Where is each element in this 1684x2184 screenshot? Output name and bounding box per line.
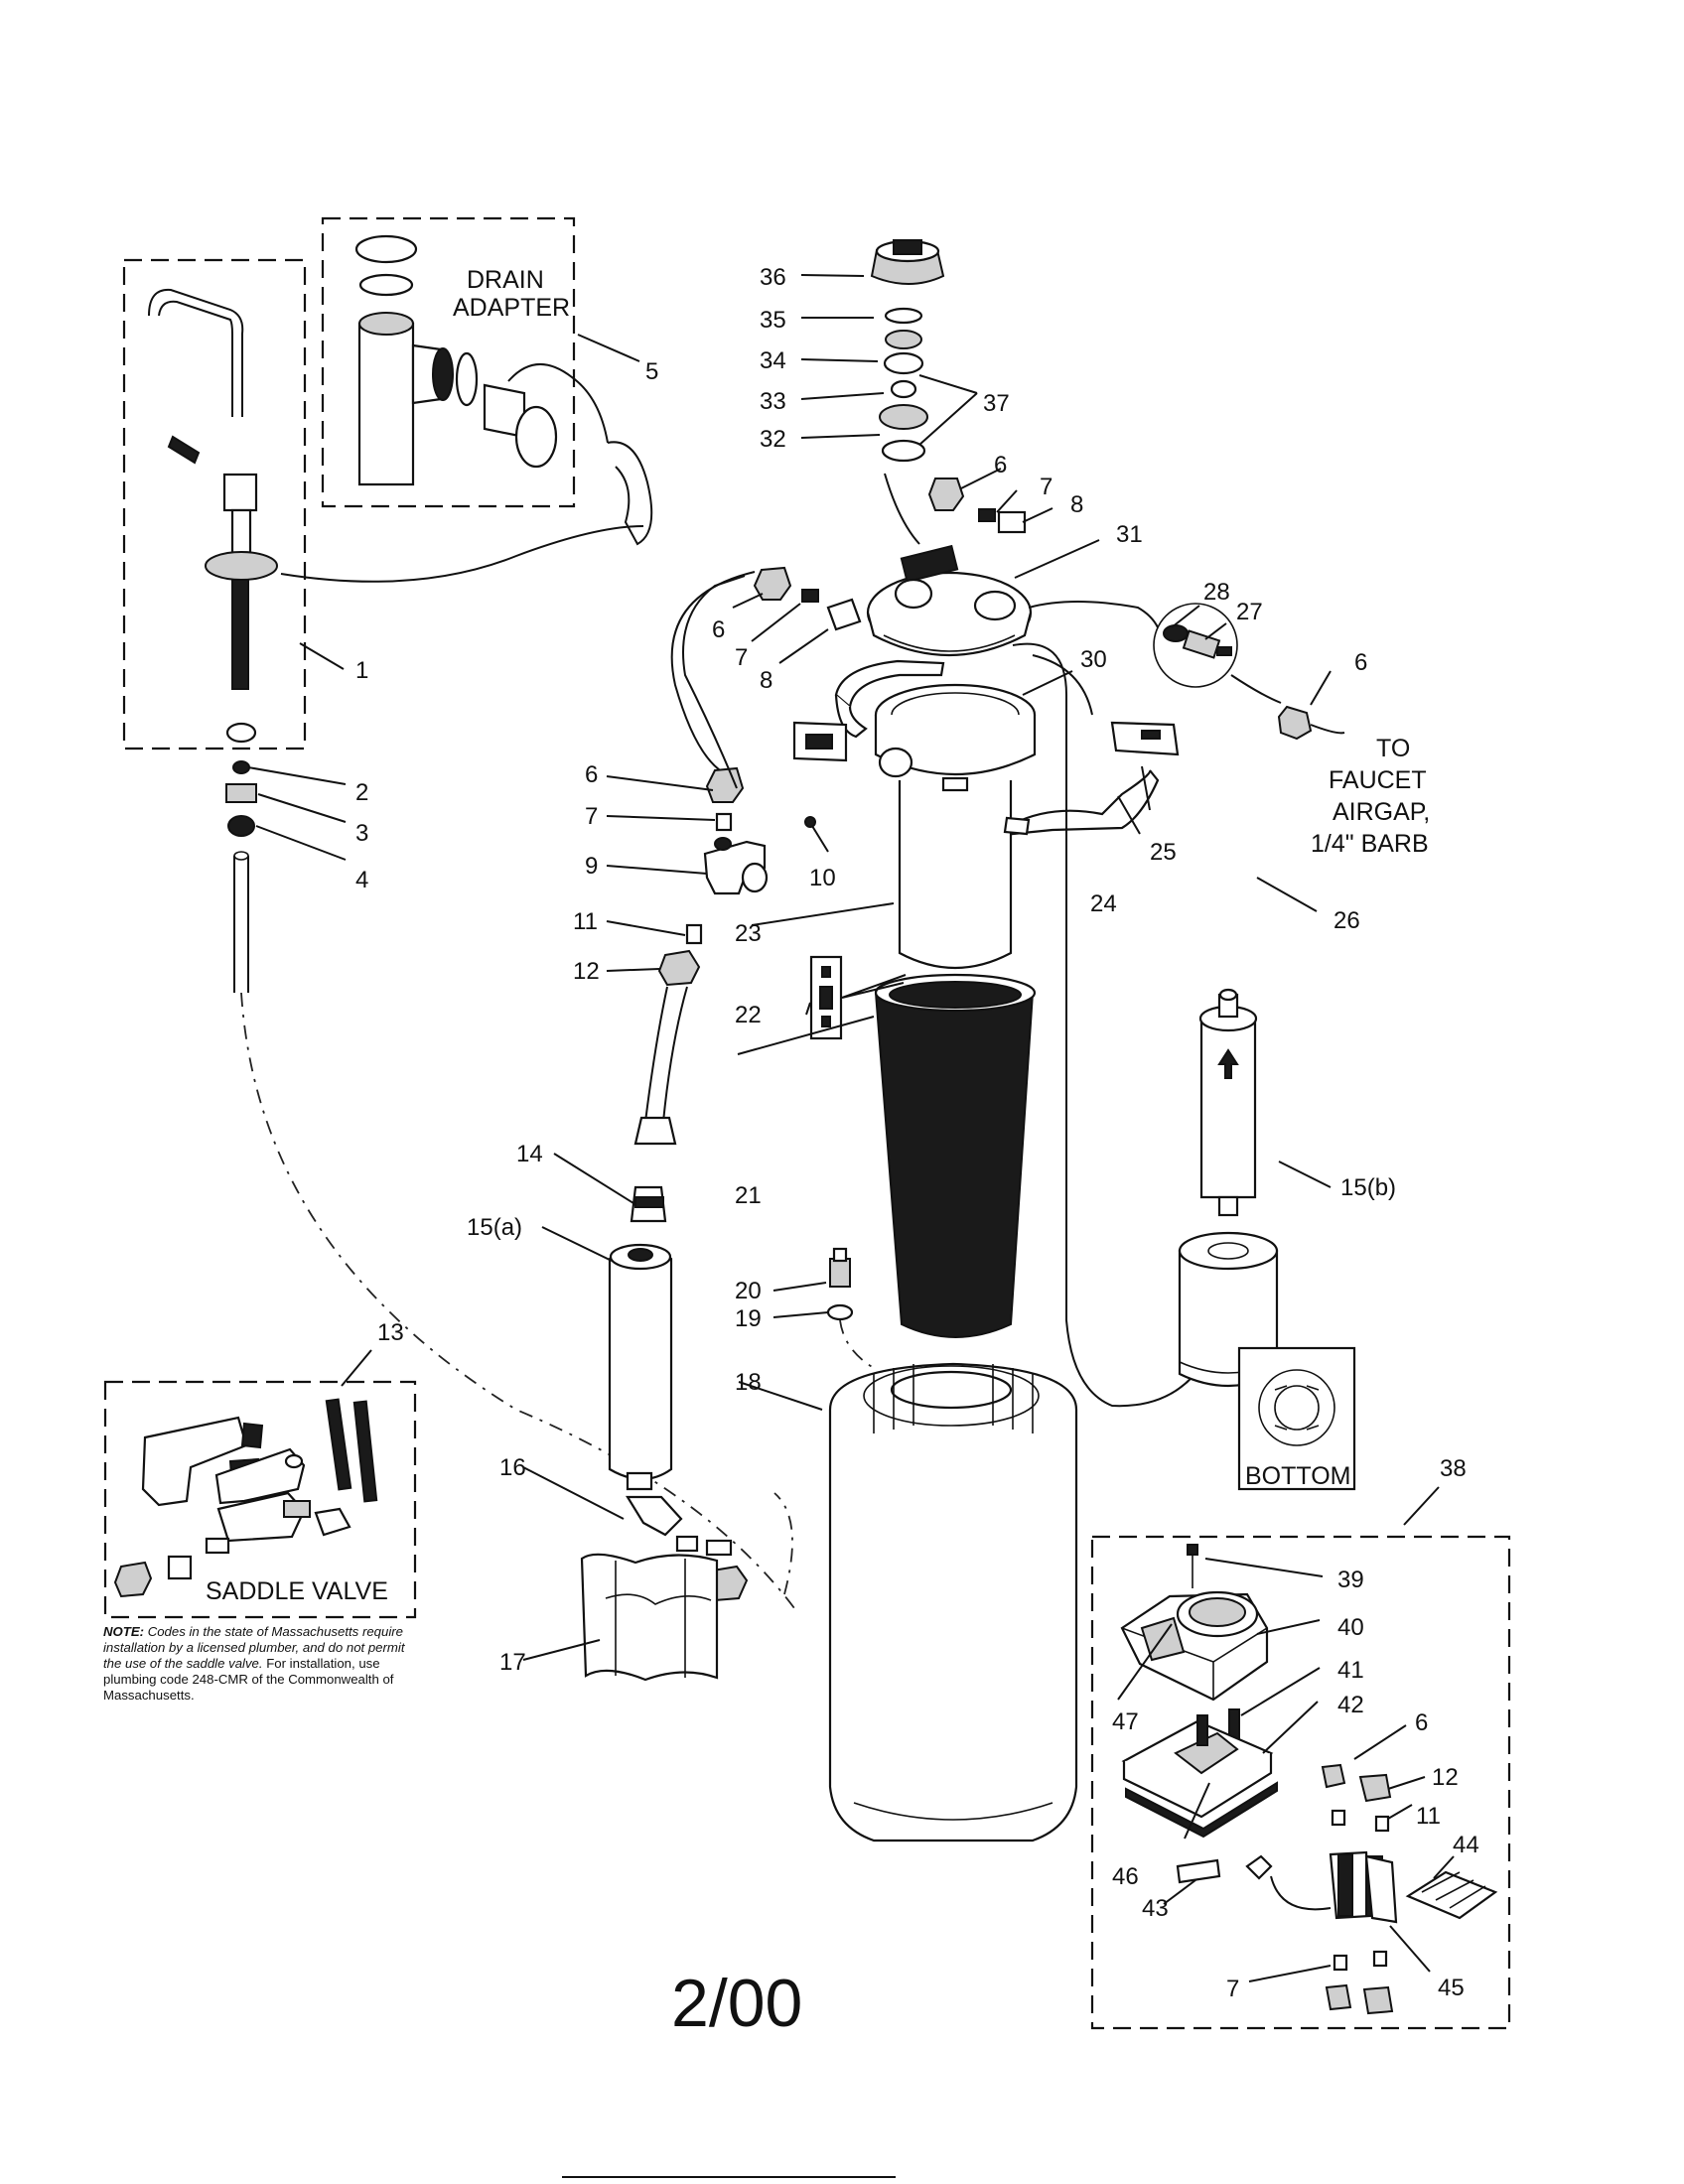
callout-11b: 11 [1416, 1803, 1441, 1830]
callout-numbers: 1 2 3 4 5 6 6 6 6 6 7 7 7 7 8 8 9 10 11 … [355, 264, 1479, 2002]
callout-38: 38 [1440, 1455, 1467, 1482]
note-plain-text: For installation, use plumbing code 248-… [103, 1656, 394, 1703]
callout-19: 19 [735, 1305, 762, 1332]
callout-5: 5 [645, 358, 658, 385]
callout-36: 36 [760, 264, 786, 291]
callout-37: 37 [983, 390, 1010, 417]
callout-13: 13 [377, 1319, 404, 1346]
callout-7c: 7 [585, 803, 598, 830]
membrane-26 [1198, 988, 1258, 1217]
callout-3: 3 [355, 820, 368, 847]
faucet-assembly [122, 258, 307, 751]
callout-6a: 6 [994, 452, 1007, 478]
leader-lines [247, 274, 1455, 1982]
callout-21: 21 [735, 1182, 762, 1209]
callout-10: 10 [809, 865, 836, 891]
inset-22 [809, 955, 907, 1040]
faucet-hardware [225, 760, 257, 993]
bottom-label: BOTTOM [1245, 1462, 1350, 1490]
storage-tank-18 [828, 1362, 1078, 1843]
callout-14: 14 [516, 1141, 543, 1167]
callout-47: 47 [1112, 1708, 1139, 1735]
clip-17 [580, 1553, 719, 1682]
callout-41: 41 [1337, 1657, 1364, 1684]
callout-7a: 7 [1040, 474, 1052, 500]
callout-22: 22 [735, 1002, 762, 1028]
callout-15a: 15(a) [467, 1214, 522, 1241]
callout-17: 17 [499, 1649, 526, 1676]
callout-30: 30 [1080, 646, 1107, 673]
callout-35: 35 [760, 307, 786, 334]
saddle-valve-kit: SADDLE VALVE [103, 1380, 417, 1619]
bracket-24-25 [1003, 721, 1180, 836]
callout-42: 42 [1337, 1692, 1364, 1718]
tee-fitting-9 [630, 575, 816, 1223]
callout-27: 27 [1236, 599, 1263, 625]
callout-18: 18 [735, 1369, 762, 1396]
filter-15a [608, 1243, 749, 1602]
tank-valve-19-20 [826, 1247, 875, 1369]
callout-32: 32 [760, 426, 786, 453]
callout-7b: 7 [735, 644, 748, 671]
callout-43: 43 [1142, 1895, 1169, 1922]
bottom-inset: BOTTOM [1237, 1346, 1356, 1491]
callout-44: 44 [1453, 1832, 1479, 1858]
callout-12a: 12 [573, 958, 600, 985]
callout-15b: 15(b) [1340, 1174, 1396, 1201]
callout-45: 45 [1438, 1975, 1465, 2001]
callout-6c: 6 [1354, 649, 1367, 676]
filter-housing-23 [874, 683, 1037, 970]
drain-adapter-label-1: DRAIN [467, 266, 544, 294]
head-fittings [753, 478, 1159, 631]
massachusetts-note: NOTE: Codes in the state of Massachusett… [103, 1624, 423, 1704]
callout-33: 33 [760, 388, 786, 415]
callout-46: 46 [1112, 1863, 1139, 1890]
drain-adapter-kit [321, 216, 653, 546]
bracket-30 [792, 659, 945, 762]
destination-label-3: AIRGAP, [1333, 798, 1430, 826]
callout-12b: 12 [1432, 1764, 1459, 1791]
note-italic-text: Codes in the state of Massachusetts requ… [103, 1624, 405, 1671]
destination-label-1: TO [1376, 735, 1410, 762]
callout-16: 16 [499, 1454, 526, 1481]
destination-label-2: FAUCET [1329, 766, 1427, 794]
callout-8a: 8 [1070, 491, 1083, 518]
callout-20: 20 [735, 1278, 762, 1304]
callout-23: 23 [735, 920, 762, 947]
callout-31: 31 [1116, 521, 1143, 548]
shutoff-valve-kit [1090, 1535, 1511, 2030]
callout-8b: 8 [760, 667, 772, 694]
check-valve-27-28 [1153, 603, 1345, 741]
callout-34: 34 [760, 347, 786, 374]
callout-26: 26 [1333, 907, 1360, 934]
callout-28: 28 [1203, 579, 1230, 606]
callout-7d: 7 [1226, 1976, 1239, 2002]
callout-9: 9 [585, 853, 598, 880]
callout-40: 40 [1337, 1614, 1364, 1641]
callout-6d: 6 [585, 761, 598, 788]
destination-label-4: 1/4" BARB [1311, 830, 1429, 858]
callout-2: 2 [355, 779, 368, 806]
bladder-21 [874, 973, 1037, 1338]
valve-head [866, 544, 1033, 656]
callout-24: 24 [1090, 890, 1117, 917]
callout-25: 25 [1150, 839, 1177, 866]
valve-stack [870, 239, 945, 545]
drain-adapter-label-2: ADAPTER [453, 294, 570, 322]
callout-4: 4 [355, 867, 368, 893]
saddle-valve-label: SADDLE VALVE [206, 1577, 388, 1605]
revision-date: 2/00 [671, 1966, 802, 2041]
callout-39: 39 [1337, 1567, 1364, 1593]
callout-6e: 6 [1415, 1709, 1428, 1736]
callout-11a: 11 [573, 908, 598, 935]
callout-1: 1 [355, 657, 368, 684]
callout-6b: 6 [712, 616, 725, 643]
note-heading: NOTE: [103, 1624, 145, 1639]
